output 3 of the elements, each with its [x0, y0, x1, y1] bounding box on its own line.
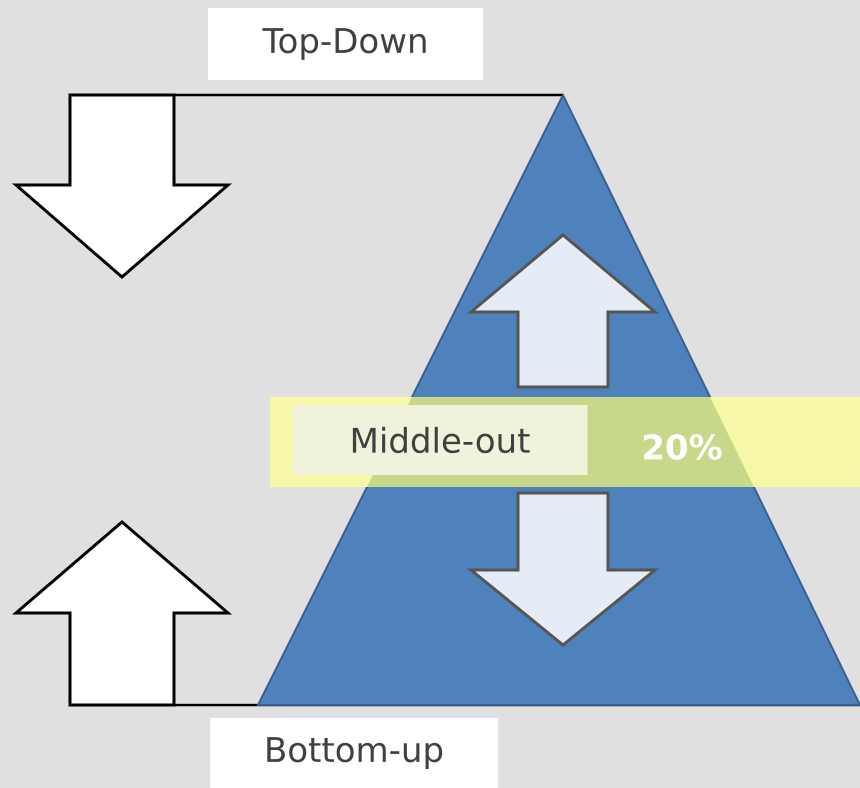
- label-box: Top-Down: [208, 8, 483, 80]
- label-box: Middle-out: [292, 405, 588, 475]
- label-box: Bottom-up: [210, 718, 498, 788]
